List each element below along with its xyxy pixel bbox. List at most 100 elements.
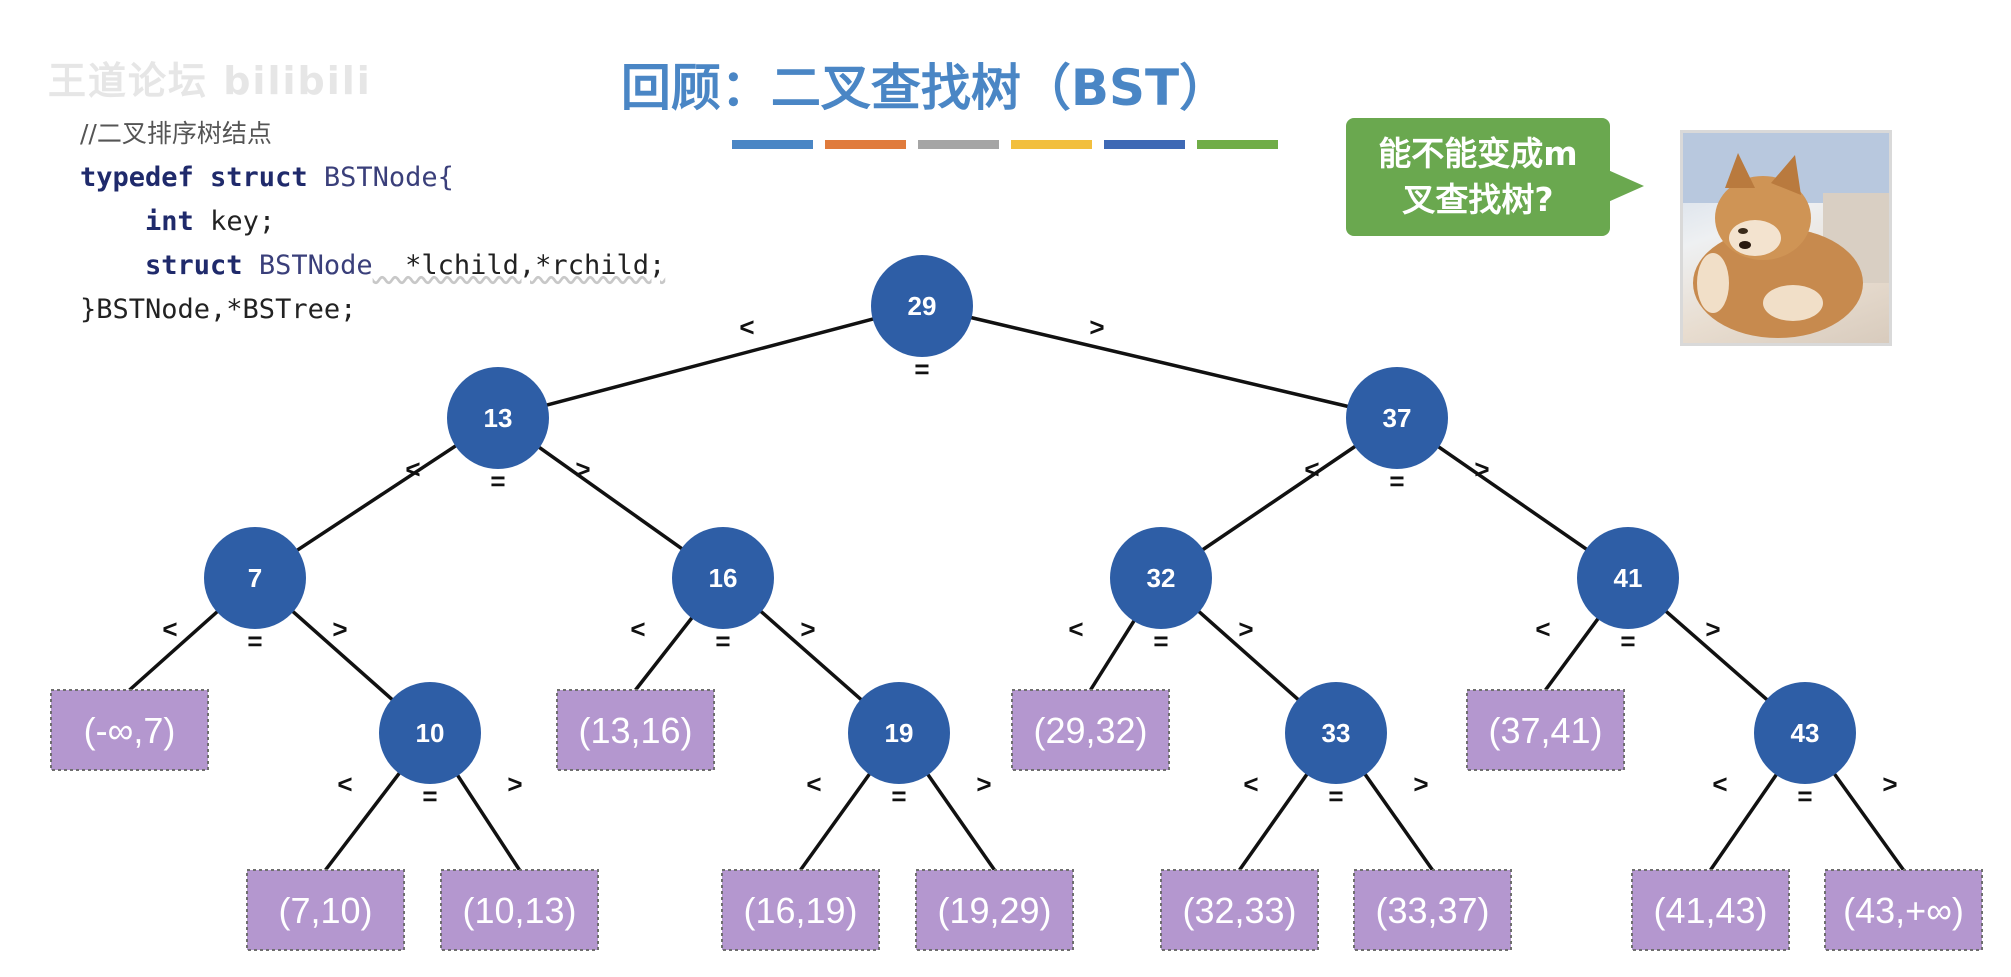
dog-illustration	[1683, 133, 1889, 338]
interval-label: (7,10)	[278, 890, 372, 931]
tree-node-label: 32	[1147, 563, 1176, 593]
comparison-gt: >	[1238, 614, 1253, 644]
comparison-lt: <	[1712, 769, 1727, 799]
dog-eye	[1738, 228, 1748, 234]
shiba-dog-photo	[1680, 130, 1892, 346]
tree-edge	[969, 315, 1350, 409]
tree-node-label: 29	[908, 291, 937, 321]
tree-node-label: 10	[416, 718, 445, 748]
tree-edge	[1436, 444, 1589, 552]
code-comment: //二叉排序树结点	[80, 119, 272, 148]
comparison-eq: =	[247, 626, 262, 656]
dog-body	[1693, 228, 1863, 338]
tree-edge	[1544, 616, 1601, 692]
comparison-eq: =	[1153, 626, 1168, 656]
dog-chest	[1763, 285, 1823, 321]
interval-label: (19,29)	[937, 890, 1051, 931]
bubble-line-2: 叉查找树?	[1402, 180, 1554, 219]
tree-node-43	[1754, 682, 1856, 784]
tree-node-37	[1346, 367, 1448, 469]
comparison-lt: <	[405, 454, 420, 484]
interval-label: (13,16)	[578, 710, 692, 751]
comparison-eq: =	[1328, 781, 1343, 811]
code-type-bstnode: BSTNode	[242, 250, 373, 281]
tree-edge	[1238, 772, 1310, 872]
comparison-eq: =	[715, 626, 730, 656]
comparison-lt: <	[337, 769, 352, 799]
tree-edge	[290, 609, 395, 702]
interval-box	[1631, 869, 1790, 951]
tree-edge	[799, 771, 872, 872]
comparison-eq: =	[891, 781, 906, 811]
tree-edge	[1362, 772, 1434, 872]
dog-ear-right	[1771, 155, 1801, 195]
comparison-gt: >	[1882, 769, 1897, 799]
dog-nose	[1739, 241, 1751, 249]
tree-edge	[294, 443, 459, 553]
tree-edge	[1709, 772, 1779, 871]
tree-node-33	[1285, 682, 1387, 784]
bubble-line-1: 能不能变成m	[1378, 134, 1578, 173]
comparison-eq: =	[1620, 626, 1635, 656]
tree-edge	[536, 444, 685, 552]
tree-edge	[544, 316, 876, 408]
interval-label: (37,41)	[1488, 710, 1602, 751]
tree-edge	[1832, 771, 1905, 872]
code-struct-name: BSTNode{	[307, 162, 454, 193]
interval-box	[440, 869, 599, 951]
speech-bubble: 能不能变成m 叉查找树?	[1346, 118, 1610, 236]
comparison-lt: <	[1068, 614, 1083, 644]
tree-node-19	[848, 682, 950, 784]
comparison-lt: <	[806, 769, 821, 799]
tree-node-32	[1110, 527, 1212, 629]
interval-box	[1160, 869, 1319, 951]
tree-edge	[925, 772, 996, 872]
comparison-lt: <	[1535, 614, 1550, 644]
interval-label: (32,33)	[1182, 890, 1296, 931]
tree-node-41	[1577, 527, 1679, 629]
comparison-eq: =	[1389, 466, 1404, 496]
tree-node-29	[871, 255, 973, 357]
tree-edge	[324, 770, 402, 872]
comparison-lt: <	[162, 614, 177, 644]
interval-label: (41,43)	[1653, 890, 1767, 931]
tree-node-10	[379, 682, 481, 784]
tree-node-7	[204, 527, 306, 629]
color-bar-4	[1011, 140, 1092, 149]
tree-edge	[1200, 444, 1358, 552]
interval-label: (33,37)	[1375, 890, 1489, 931]
interval-label: (29,32)	[1033, 710, 1147, 751]
comparison-gt: >	[332, 614, 347, 644]
tree-node-label: 43	[1791, 718, 1820, 748]
color-bar-2	[825, 140, 906, 149]
code-field-children: *lchild,*rchild;	[372, 250, 666, 281]
tree-node-label: 7	[248, 563, 262, 593]
code-keyword-int: int	[145, 206, 194, 237]
comparison-lt: <	[1243, 769, 1258, 799]
tree-node-label: 13	[484, 403, 513, 433]
tree-node-16	[672, 527, 774, 629]
tree-node-label: 19	[885, 718, 914, 748]
tree-edge	[1663, 608, 1770, 703]
comparison-lt: <	[739, 312, 754, 342]
tree-node-label: 37	[1383, 403, 1412, 433]
tree-edge	[1196, 609, 1301, 702]
comparison-gt: >	[800, 614, 815, 644]
comparison-eq: =	[422, 781, 437, 811]
color-bar-1	[732, 140, 813, 149]
tree-node-13	[447, 367, 549, 469]
tree-edge	[758, 609, 864, 702]
color-bar-3	[918, 140, 999, 149]
comparison-gt: >	[976, 769, 991, 799]
interval-label: (-∞,7)	[84, 710, 176, 751]
interval-box	[1824, 869, 1983, 951]
tree-node-label: 16	[709, 563, 738, 593]
interval-box	[246, 869, 405, 951]
dog-paw	[1697, 253, 1729, 313]
comparison-lt: <	[1304, 454, 1319, 484]
comparison-eq: =	[490, 466, 505, 496]
comparison-lt: <	[630, 614, 645, 644]
interval-box	[1011, 689, 1170, 771]
comparison-gt: >	[507, 769, 522, 799]
